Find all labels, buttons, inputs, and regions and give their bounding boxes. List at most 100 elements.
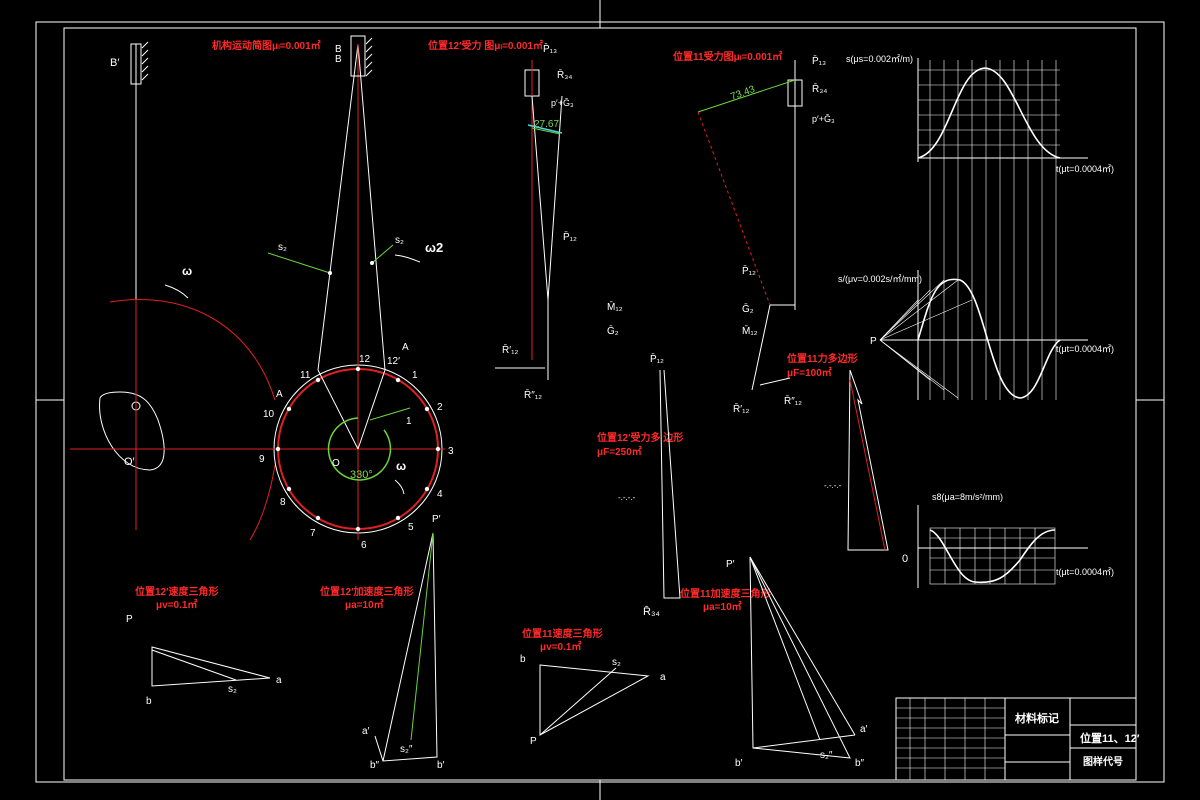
acc11-label-aprime: a′ xyxy=(860,724,868,735)
vel11-label-p: P xyxy=(530,736,537,747)
s2-leader-right xyxy=(371,244,394,264)
force12-cyan xyxy=(527,124,563,134)
label-pg3-12: p′+Ḡ₃ xyxy=(551,98,574,108)
mechanism-diagram: B′ O′ B B xyxy=(70,35,454,551)
graph-a-label: s8(μa=8m/s²/mm) xyxy=(932,492,1003,502)
crank-arm-11 xyxy=(317,369,359,450)
scale-force-poly12: μF=250㎡ xyxy=(597,445,642,458)
graph-s-t-label: t(μt=0.0004㎡) xyxy=(1056,164,1114,174)
vel12-triangle xyxy=(151,646,271,687)
dash-note-1: -.-.-.- xyxy=(618,493,636,502)
graph-a-grid xyxy=(929,527,1056,585)
crank-num-8: 8 xyxy=(280,497,286,508)
crank-num-1: 1 xyxy=(412,370,418,381)
label-r12-11a: R̄′₁₂ xyxy=(733,402,749,415)
acc12-triangle xyxy=(382,532,438,762)
crank-num-2: 2 xyxy=(437,402,443,413)
label-omega: ω xyxy=(182,264,192,278)
label-r34-12: R̄₃₄ xyxy=(557,68,572,81)
force11-r12-arrow xyxy=(759,377,791,386)
graph-v-origin: P xyxy=(870,336,877,347)
crank-num-6: 6 xyxy=(361,540,367,551)
inner-border xyxy=(63,27,1137,781)
force12-rod-a xyxy=(531,95,549,301)
label-73-43: 73.43 xyxy=(729,84,757,103)
graph-a-origin: 0 xyxy=(902,553,908,565)
vel11-label-b: b xyxy=(520,654,526,665)
vel12-label-b: b xyxy=(146,696,152,707)
label-pg3-11: p′+Ḡ₃ xyxy=(812,114,835,124)
vel11-label-s2: s₂ xyxy=(612,657,621,668)
title-block xyxy=(895,697,1137,781)
angle-arc-330 xyxy=(327,417,392,481)
graph-s-label: s(μs=0.002㎡/m) xyxy=(846,54,913,64)
connecting-rod-11 xyxy=(317,43,359,371)
connecting-rod-12 xyxy=(357,43,386,371)
force-poly11-red xyxy=(849,379,886,551)
acc12-label-aprime: a′ xyxy=(362,726,370,737)
force11-r12-line xyxy=(751,304,771,391)
label-omega2: ω2 xyxy=(425,240,443,255)
graph-s-curve xyxy=(917,67,1061,159)
velocity-graph: s/(μv=0.002s/㎡/mm) P t(μt=0.0004㎡) xyxy=(838,270,1114,400)
force-diagram-12: 位置12′受力 图μₗ=0.001㎡ P̄₁₃ R̄₃₄ p′+Ḡ₃ 27.67… xyxy=(428,39,623,401)
title-force-poly11: 位置11力多边形 xyxy=(787,352,858,365)
title-acc12: 位置12′加速度三角形 xyxy=(320,585,414,598)
title-block-position: 位置11、12′ xyxy=(1080,731,1140,745)
acc12-green xyxy=(410,532,434,741)
arc-red-lower xyxy=(249,464,276,541)
acc12-label-bdprime: b″ xyxy=(370,760,380,771)
omega-arrow-lower xyxy=(394,479,405,495)
crank-arm-12 xyxy=(357,369,386,450)
crank-num-11: 11 xyxy=(300,370,311,381)
acceleration-triangle-12: 位置12′加速度三角形 μa=10㎡ P′ a′ s₂″ b″ b′ xyxy=(320,514,445,771)
label-r12-11b: R̄″₁₂ xyxy=(784,394,802,407)
label-b-2: B xyxy=(335,54,342,65)
crank-num-3: 3 xyxy=(448,446,454,457)
acc12-label-s2: s₂″ xyxy=(400,744,413,755)
scale-force-poly11: μF=100㎡ xyxy=(787,366,832,379)
acc11-triangle xyxy=(749,556,851,759)
velocity-triangle-11: 位置11速度三角形 μv=0.1㎡ b a s₂ P xyxy=(520,627,666,747)
force12-rod-b xyxy=(547,95,563,301)
label-b-prime: B′ xyxy=(110,57,119,69)
graph-s-grid xyxy=(918,60,1060,400)
acc11-label-bdprime: b″ xyxy=(855,758,865,769)
label-r12-a: R̄′₁₂ xyxy=(502,343,518,356)
label-g2-left: Ḡ₂ xyxy=(607,325,619,337)
crank-num-4: 4 xyxy=(437,489,443,500)
vel11-inner xyxy=(539,667,617,736)
crank-num-10: 10 xyxy=(263,409,275,420)
cam-profile xyxy=(99,391,165,471)
vel12-label-p: P xyxy=(126,614,133,625)
scale-vel12: μv=0.1㎡ xyxy=(156,598,197,611)
vel11-label-a: a xyxy=(660,672,666,683)
force11-red-dashed xyxy=(697,111,771,306)
force11-green xyxy=(697,79,796,113)
dash-note-2: -.-.-.- xyxy=(824,481,842,490)
label-o-prime: O′ xyxy=(124,456,135,468)
label-p13-12: P̄₁₃ xyxy=(543,42,557,55)
force-poly11-shape xyxy=(847,369,889,551)
label-p12-11: P̄₁₂ xyxy=(742,264,756,277)
force-poly12-shape xyxy=(659,369,681,599)
title-force12: 位置12′受力 图μₗ=0.001㎡ xyxy=(428,39,543,52)
force-polygon-12: 位置12′受力多 边形 μF=250㎡ P̄₁₂ R̄₃₄ -.-.-.- xyxy=(597,352,683,618)
arc-red-upper xyxy=(109,298,276,401)
acc11-line-base xyxy=(752,734,856,749)
crank-num-12: 12 xyxy=(359,354,371,365)
label-o-center: O xyxy=(332,458,340,469)
label-r12-b: R̄″₁₂ xyxy=(524,388,542,401)
title-force11: 位置11受力图μₗ=0.001㎡ xyxy=(673,50,782,63)
s2-point-right xyxy=(370,261,374,265)
label-s2-right: s₂ xyxy=(395,235,404,246)
displacement-graph: s(μs=0.002㎡/m) t(μt=0.0004㎡) xyxy=(846,54,1114,400)
crank-position-numbers: 12 12′ 1 2 3 4 5 6 7 8 9 10 11 xyxy=(259,354,454,551)
title-mechanism: 机构运动简图μₗ=0.001㎡ xyxy=(212,39,321,52)
label-m12-11: M̄₁₂ xyxy=(742,324,758,337)
title-acc11: 位置11加速度三角形 xyxy=(680,587,771,600)
graph-a-t-label: t(μt=0.0004㎡) xyxy=(1056,567,1114,577)
acceleration-graph: s8(μa=8m/s²/mm) 0 t(μt=0.0004㎡) xyxy=(902,492,1114,588)
acc12-aprime xyxy=(374,735,384,762)
hatch-left xyxy=(141,41,149,81)
